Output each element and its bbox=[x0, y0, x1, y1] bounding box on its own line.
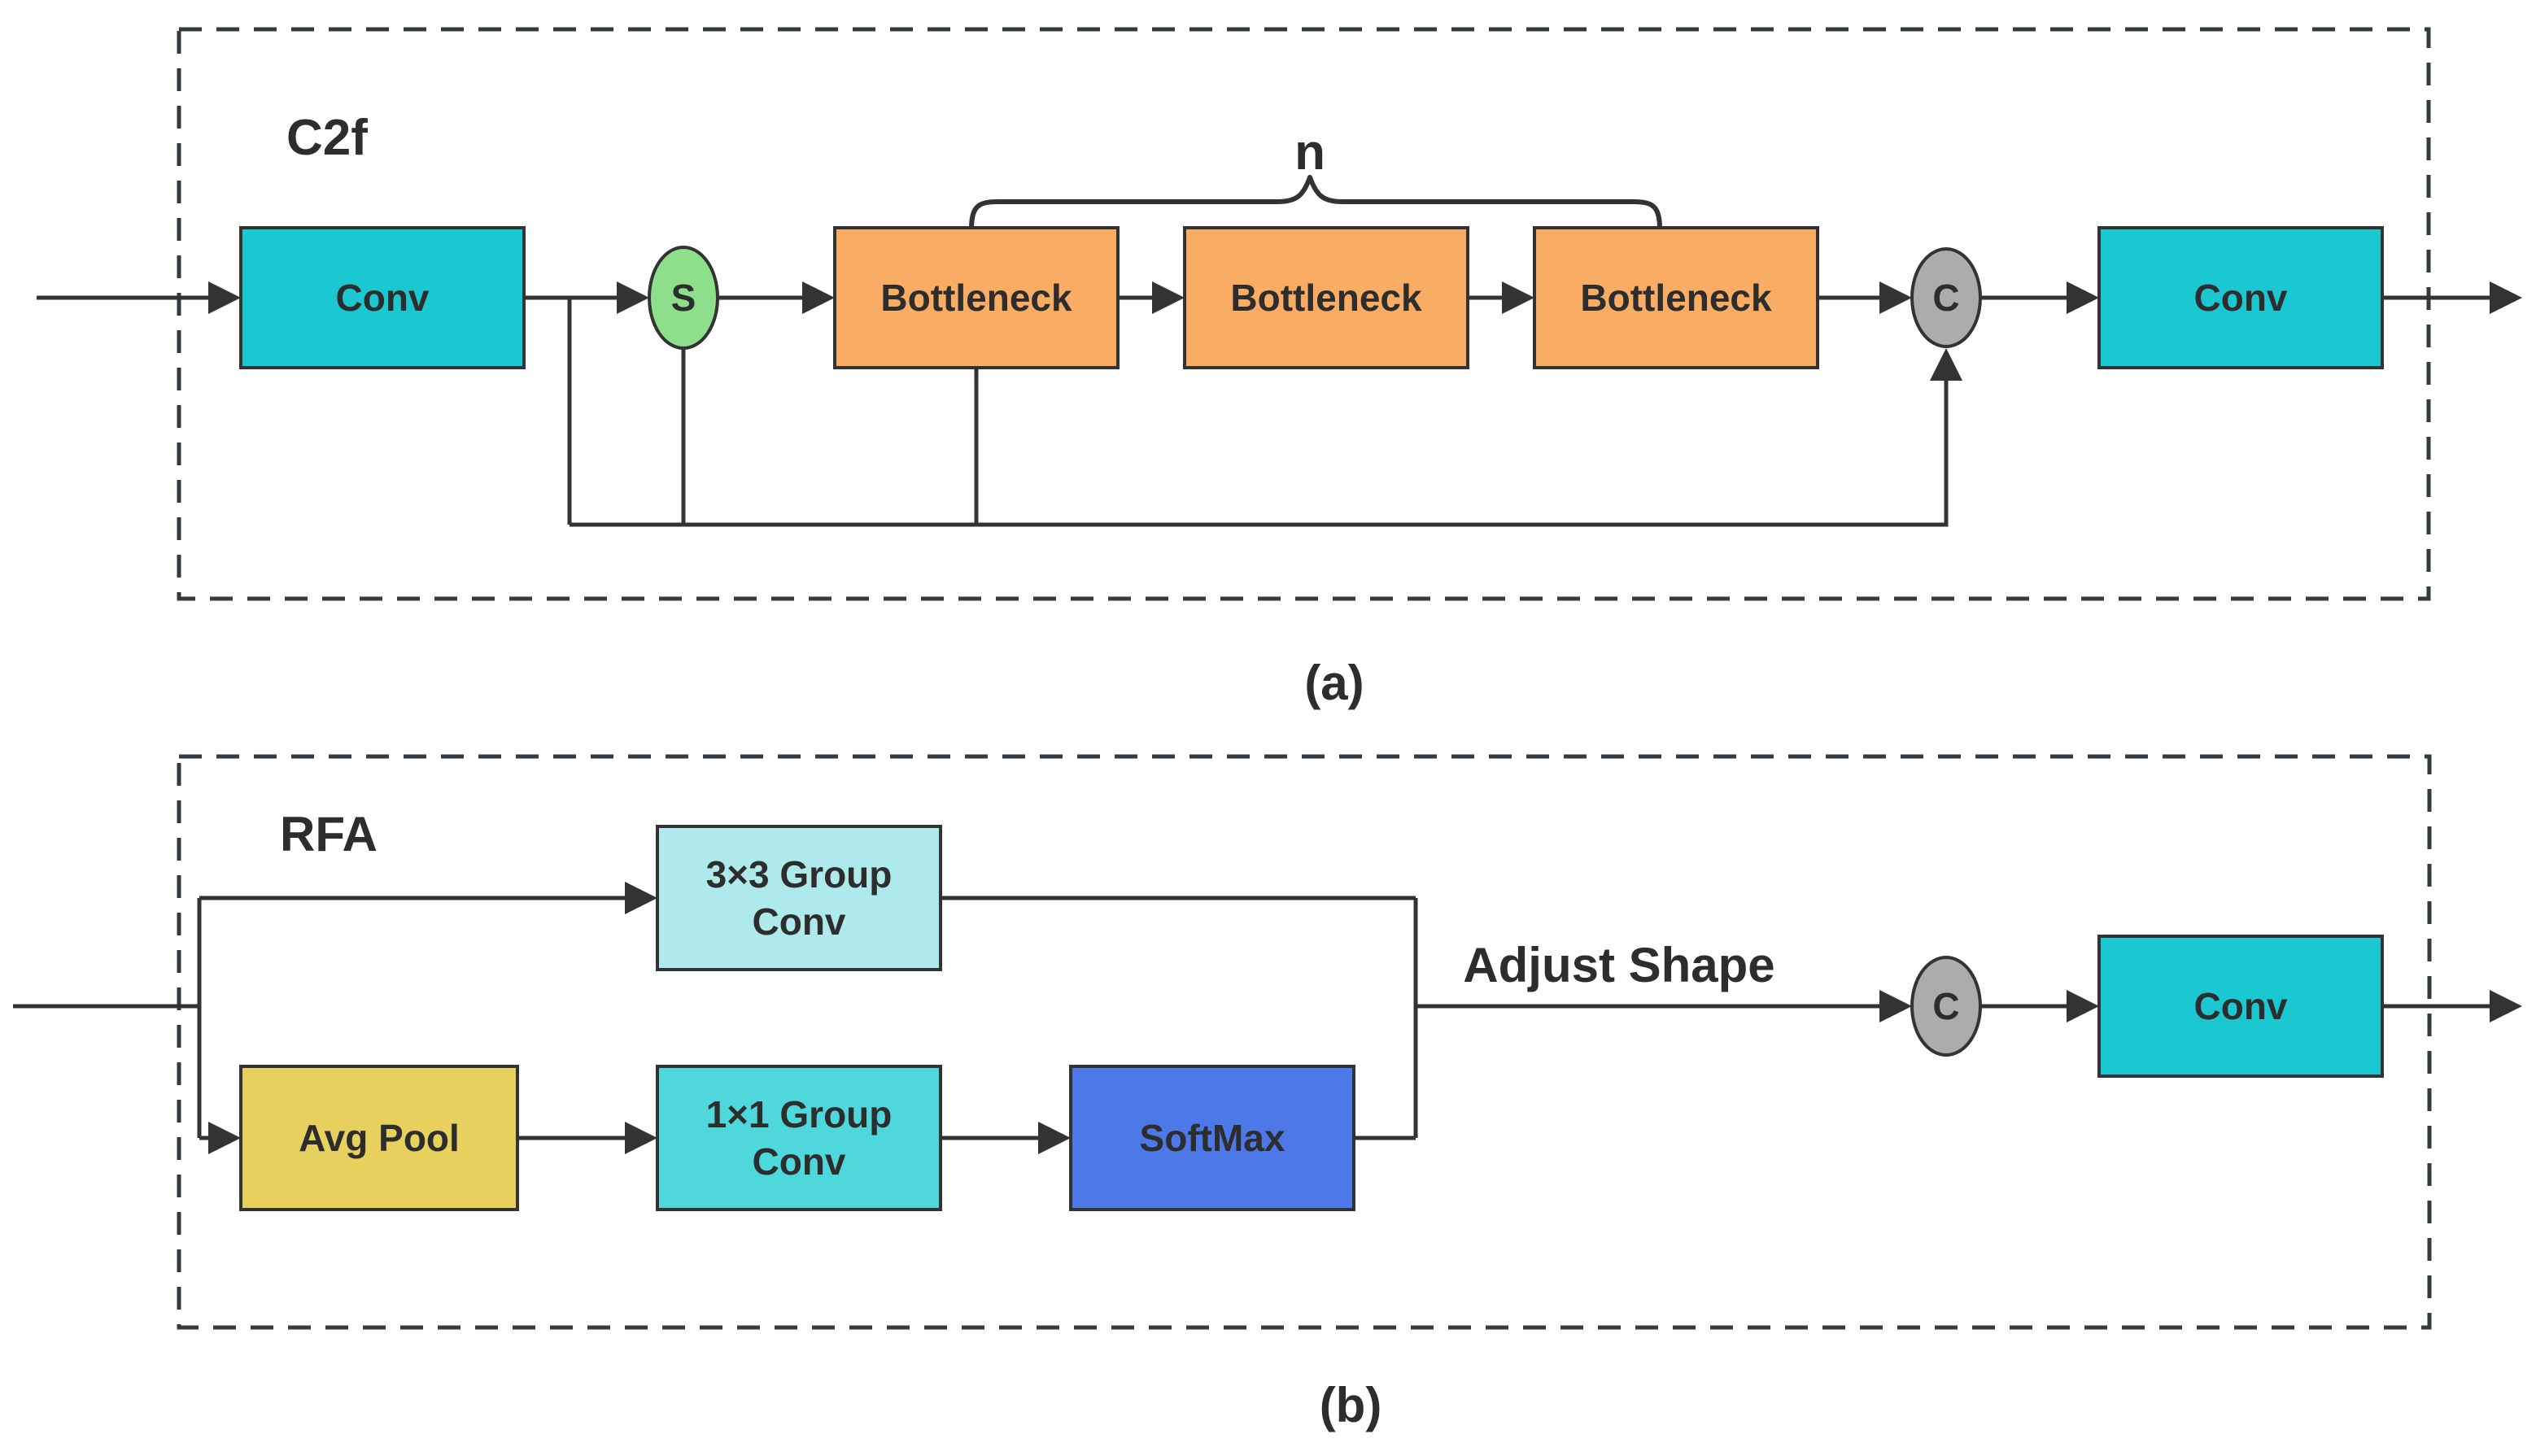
avgpool-to-1x1-arrow-arrowhead-icon bbox=[625, 1122, 657, 1154]
split-node-circle bbox=[648, 246, 719, 350]
conv-in-a-label: Conv bbox=[336, 277, 430, 319]
conv-out-a-label: Conv bbox=[2194, 277, 2288, 319]
panel-a-dashed-frame bbox=[177, 27, 2431, 601]
bottleneck-3-label-line: Bottleneck bbox=[1580, 277, 1772, 319]
bottleneck-3-box bbox=[1533, 226, 1819, 369]
1x1-to-softmax-arrow-arrowhead-icon bbox=[1038, 1122, 1071, 1154]
avg-pool-box bbox=[239, 1065, 519, 1211]
concat-to-conv-arrow-arrowhead-icon bbox=[2067, 281, 2099, 314]
adjust-shape-label: Adjust Shape bbox=[1463, 938, 1774, 992]
concat-to-conv-arrow-b-arrowhead-icon bbox=[2067, 990, 2099, 1022]
conv-to-split-arrow-arrowhead-icon bbox=[617, 281, 649, 314]
softmax-label-line: SoftMax bbox=[1140, 1117, 1285, 1159]
panel-a-title: C2f bbox=[286, 110, 368, 166]
b3-to-concat-arrow-arrowhead-icon bbox=[1879, 281, 1912, 314]
panel-b-title: RFA bbox=[280, 807, 378, 861]
conv-out-a-box bbox=[2097, 226, 2384, 369]
conv-out-b-label: Conv bbox=[2194, 985, 2288, 1027]
split-node-label-line: S bbox=[671, 277, 696, 319]
group-conv-3x3-box bbox=[656, 825, 942, 971]
caption-a: (a) bbox=[1304, 656, 1364, 710]
conv-in-a-box bbox=[239, 226, 526, 369]
group-conv-1x1-label-line: 1×1 Group bbox=[706, 1093, 893, 1136]
group-conv-1x1-box bbox=[656, 1065, 942, 1211]
concat-node-b-label-line: C bbox=[1932, 985, 1959, 1027]
split-to-b1-arrow-arrowhead-icon bbox=[802, 281, 835, 314]
bottleneck-1-label-line: Bottleneck bbox=[880, 277, 1072, 319]
concat-node-a-label: C bbox=[1932, 277, 1959, 319]
skip-bus-arrow-arrowhead-icon bbox=[1930, 348, 1962, 381]
group-conv-3x3-label-line: 3×3 Group bbox=[706, 853, 893, 896]
adjust-shape-arrow-arrowhead-icon bbox=[1879, 990, 1912, 1022]
concat-node-a-circle bbox=[1910, 247, 1982, 348]
bottleneck-2-label-line: Bottleneck bbox=[1230, 277, 1422, 319]
softmax-box bbox=[1069, 1065, 1355, 1211]
avg-pool-label: Avg Pool bbox=[299, 1117, 460, 1159]
skip-bus-arrow-line bbox=[570, 376, 1949, 527]
panel-a: Conv S Bottleneck Bottleneck Bottleneck C Conv… bbox=[37, 27, 2522, 710]
to-avgpool-arrow-arrowhead-icon bbox=[208, 1122, 241, 1154]
caption-b: (b) bbox=[1320, 1378, 1382, 1432]
split-node-label: S bbox=[671, 277, 696, 319]
conv-out-b-box bbox=[2097, 935, 2384, 1078]
bottleneck-3-label: Bottleneck bbox=[1580, 277, 1772, 319]
panel-b-dashed-frame bbox=[177, 754, 2432, 1330]
softmax-label: SoftMax bbox=[1140, 1117, 1285, 1159]
output-arrow-b-arrowhead-icon bbox=[2490, 990, 2522, 1022]
b1-to-b2-arrow-arrowhead-icon bbox=[1152, 281, 1185, 314]
avg-pool-label-line: Avg Pool bbox=[299, 1117, 460, 1159]
conv-out-a-label-line: Conv bbox=[2194, 277, 2288, 319]
conv-in-a-label-line: Conv bbox=[336, 277, 430, 319]
bottleneck-1-label: Bottleneck bbox=[880, 277, 1072, 319]
repeat-count-label: n bbox=[1294, 124, 1325, 181]
group-conv-3x3-label-line: Conv bbox=[753, 900, 846, 943]
concat-node-a-label-line: C bbox=[1932, 277, 1959, 319]
bottleneck-2-box bbox=[1183, 226, 1469, 369]
group-conv-1x1-label-line: Conv bbox=[753, 1140, 846, 1183]
concat-node-b-label: C bbox=[1932, 985, 1959, 1027]
bottleneck-2-label: Bottleneck bbox=[1230, 277, 1422, 319]
input-arrow-a-arrowhead-icon bbox=[208, 281, 241, 314]
conv-out-b-label-line: Conv bbox=[2194, 985, 2288, 1027]
bottleneck-1-box bbox=[833, 226, 1120, 369]
b2-to-b3-arrow-arrowhead-icon bbox=[1502, 281, 1534, 314]
output-arrow-a-arrowhead-icon bbox=[2490, 281, 2522, 314]
repeat-brace-icon bbox=[969, 175, 1662, 232]
to-3x3-arrow-arrowhead-icon bbox=[625, 882, 657, 914]
concat-node-b-circle bbox=[1910, 956, 1982, 1057]
